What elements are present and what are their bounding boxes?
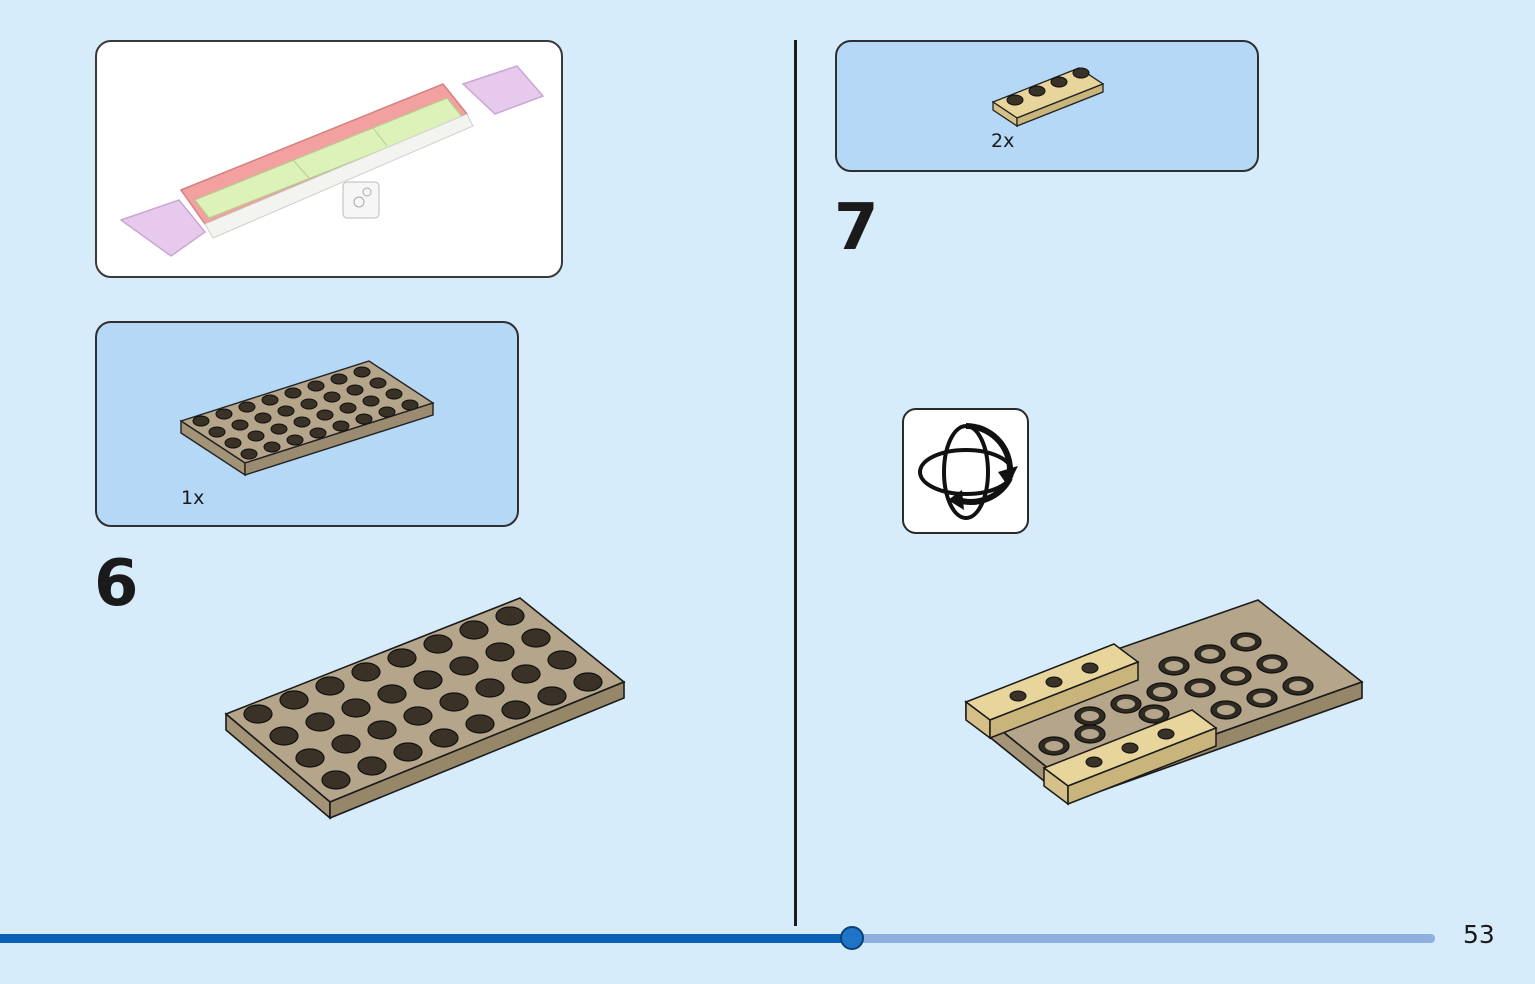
assembled-bridge-model-icon [119,65,545,257]
progress-knob[interactable] [840,926,864,950]
step-number: 6 [94,547,139,621]
step-7-parts-callout: 2x [835,40,1259,172]
rotate-model-callout [902,408,1029,534]
page-number: 53 [1463,920,1495,949]
rotate-model-icon [918,423,1018,520]
step-7-build-illustration [964,599,1364,806]
plate-1x4-tan-icon [991,67,1105,128]
plate-4x8-dark-tan-icon [179,360,435,477]
part-quantity: 1x [181,487,205,509]
page-divider [794,40,797,926]
progress-fill [0,934,852,943]
step-number: 7 [834,191,879,265]
model-overview-panel [95,40,563,278]
step-6-parts-callout: 1x [95,321,519,527]
plate-4x8-dark-tan-icon [224,597,626,820]
part-quantity: 2x [991,130,1015,152]
